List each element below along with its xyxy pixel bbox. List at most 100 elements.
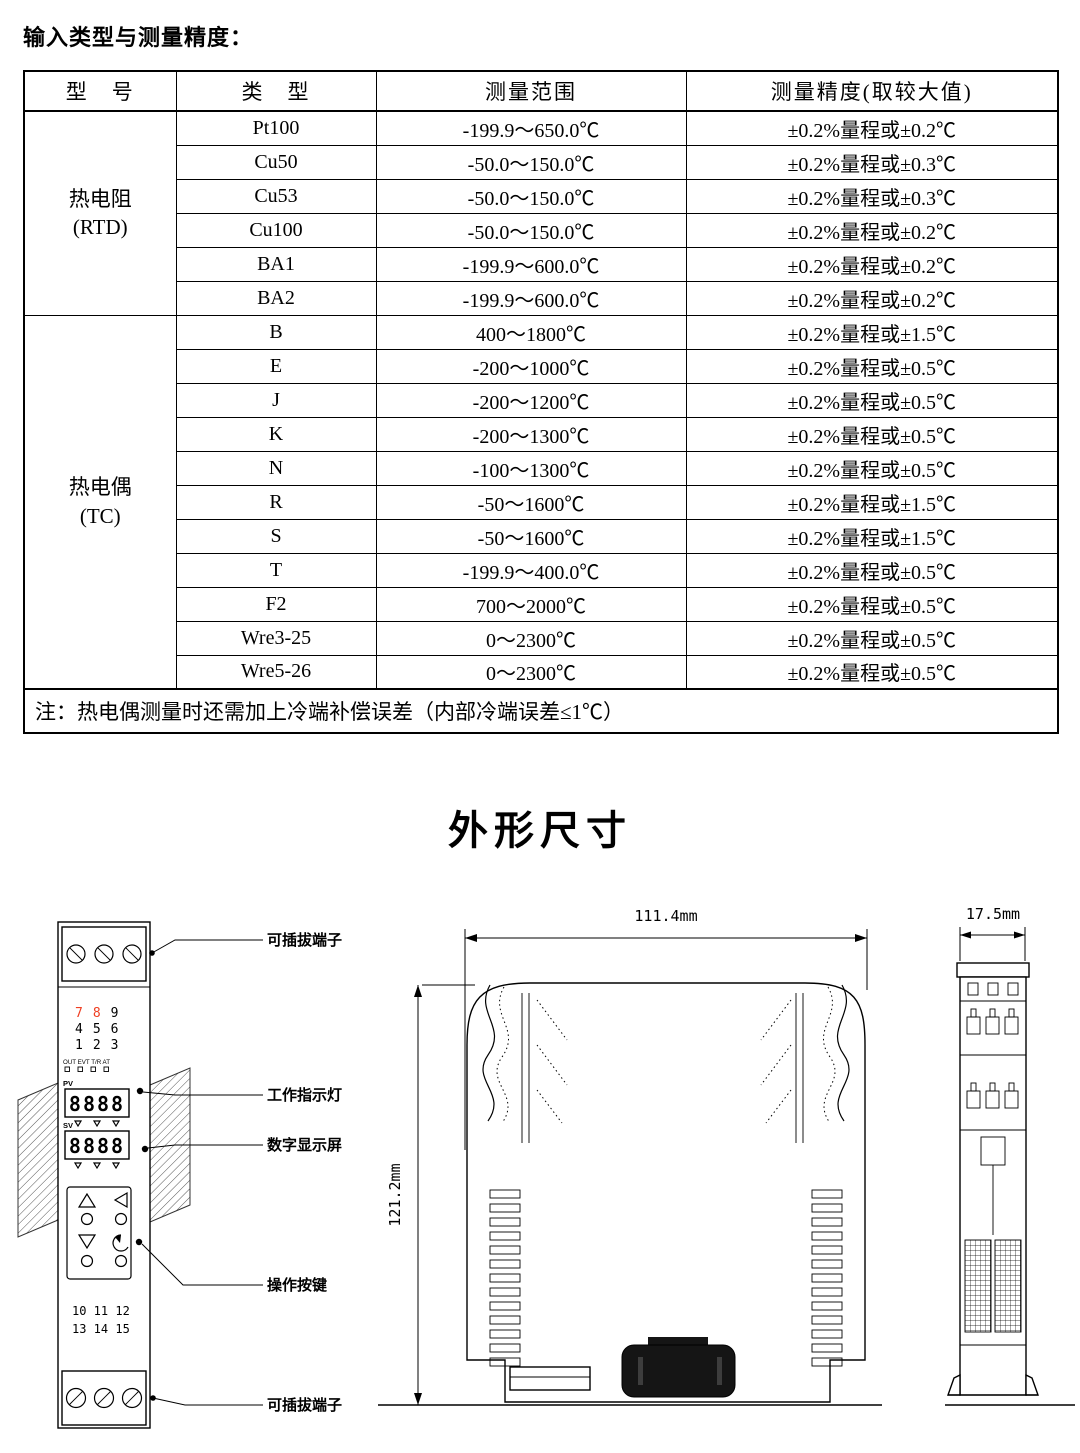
down-button bbox=[80, 1254, 94, 1268]
terminal-numbers-2: 13 14 15 bbox=[72, 1322, 130, 1336]
type-cell: N bbox=[175, 450, 377, 486]
accuracy-cell: ±0.2%量程或±0.3℃ bbox=[685, 144, 1059, 180]
range-cell: -50～1600℃ bbox=[375, 518, 687, 554]
table-row: T-199.9～400.0℃±0.2%量程或±0.5℃ bbox=[24, 552, 1059, 588]
section-title: 外形尺寸 bbox=[448, 809, 632, 853]
type-cell: F2 bbox=[175, 586, 377, 622]
din-clip-connector bbox=[621, 1337, 736, 1398]
type-cell: BA1 bbox=[175, 246, 377, 282]
range-cell: -50.0～150.0℃ bbox=[375, 178, 687, 214]
accuracy-cell: ±0.2%量程或±1.5℃ bbox=[685, 484, 1059, 520]
range-cell: -50.0～150.0℃ bbox=[375, 212, 687, 248]
range-cell: -200～1300℃ bbox=[375, 416, 687, 452]
type-cell: S bbox=[175, 518, 377, 554]
type-cell: Cu53 bbox=[175, 178, 377, 214]
type-cell: J bbox=[175, 382, 377, 418]
accuracy-cell: ±0.2%量程或±0.5℃ bbox=[685, 450, 1059, 486]
accuracy-cell: ±0.2%量程或±0.2℃ bbox=[685, 212, 1059, 248]
base-bench bbox=[509, 1366, 591, 1391]
table-row: J-200～1200℃±0.2%量程或±0.5℃ bbox=[24, 382, 1059, 418]
table-row: R-50～1600℃±0.2%量程或±1.5℃ bbox=[24, 484, 1059, 520]
accuracy-cell: ±0.2%量程或±0.5℃ bbox=[685, 586, 1059, 622]
range-cell: -199.9～600.0℃ bbox=[375, 280, 687, 316]
side-vent-grids bbox=[960, 1239, 1026, 1346]
model-group-cell: 热电阻(RTD) bbox=[23, 110, 177, 316]
height-dimension: 121.2mm bbox=[386, 984, 475, 1405]
width-dimension-value: 111.4mm bbox=[634, 907, 697, 925]
spec-table: 型 号 类 型 测量范围 测量精度(取较大值) 热电阻(RTD)Pt100-19… bbox=[23, 70, 1059, 734]
sv-label: SV bbox=[63, 1121, 73, 1130]
return-button bbox=[114, 1254, 128, 1268]
range-cell: -200～1200℃ bbox=[375, 382, 687, 418]
module-profile-outline bbox=[466, 982, 866, 1403]
pv-display bbox=[64, 1088, 130, 1118]
accuracy-cell: ±0.2%量程或±0.2℃ bbox=[685, 246, 1059, 282]
module-body bbox=[57, 921, 151, 1429]
type-cell: BA2 bbox=[175, 280, 377, 316]
table-row: 热电阻(RTD)Pt100-199.9～650.0℃±0.2%量程或±0.2℃ bbox=[23, 110, 1059, 316]
status-indicator-squares bbox=[64, 1066, 109, 1072]
down-button-icon bbox=[77, 1234, 97, 1250]
type-cell: K bbox=[175, 416, 377, 452]
accuracy-cell: ±0.2%量程或±0.2℃ bbox=[685, 280, 1059, 316]
table-note: 注：热电偶测量时还需加上冷端补偿误差（内部冷端误差≤1℃） bbox=[23, 688, 1059, 734]
col-header-range: 测量范围 bbox=[375, 70, 687, 112]
up-button bbox=[80, 1212, 94, 1226]
accuracy-cell: ±0.2%量程或±0.2℃ bbox=[685, 110, 1059, 146]
side-top-tabs bbox=[960, 982, 1026, 1002]
type-cell: E bbox=[175, 348, 377, 384]
range-cell: -100～1300℃ bbox=[375, 450, 687, 486]
type-cell: T bbox=[175, 552, 377, 588]
range-cell: -50.0～150.0℃ bbox=[375, 144, 687, 180]
side-top-cap bbox=[956, 962, 1030, 978]
label-buttons: 操作按键 bbox=[267, 1276, 327, 1294]
pv-display-value: 8888 bbox=[69, 1092, 125, 1116]
sv-display-markers bbox=[73, 1162, 121, 1170]
button-panel bbox=[66, 1186, 132, 1280]
table-row: BA2-199.9～600.0℃±0.2%量程或±0.2℃ bbox=[24, 280, 1059, 316]
range-cell: 400～1800℃ bbox=[375, 314, 687, 350]
work-led-dot bbox=[136, 1087, 144, 1095]
pv-display-markers bbox=[73, 1120, 121, 1128]
range-cell: -200～1000℃ bbox=[375, 348, 687, 384]
profile-drawing: 111.4mm 121.2mm bbox=[378, 907, 882, 1406]
width-dimension: 111.4mm bbox=[464, 907, 868, 1150]
col-header-type: 类 型 bbox=[175, 70, 377, 112]
accuracy-cell: ±0.2%量程或±0.5℃ bbox=[685, 382, 1059, 418]
col-header-model: 型 号 bbox=[23, 70, 177, 112]
range-cell: -50～1600℃ bbox=[375, 484, 687, 520]
type-cell: Wre3-25 bbox=[175, 620, 377, 656]
top-terminal-block bbox=[58, 926, 150, 988]
range-cell: 700～2000℃ bbox=[375, 586, 687, 622]
table-row: Cu100-50.0～150.0℃±0.2%量程或±0.2℃ bbox=[24, 212, 1059, 248]
note-row: 注：热电偶测量时还需加上冷端补偿误差（内部冷端误差≤1℃） bbox=[23, 688, 1059, 734]
header-row: 型 号 类 型 测量范围 测量精度(取较大值) bbox=[23, 70, 1059, 112]
type-cell: Cu100 bbox=[175, 212, 377, 248]
sv-display bbox=[64, 1130, 130, 1160]
clip-spring-right bbox=[760, 984, 850, 1143]
col-header-accuracy: 测量精度(取较大值) bbox=[685, 70, 1059, 112]
page-title: 输入类型与测量精度： bbox=[23, 25, 254, 50]
type-cell: Cu50 bbox=[175, 144, 377, 180]
accuracy-cell: ±0.2%量程或±0.5℃ bbox=[685, 348, 1059, 384]
type-cell: R bbox=[175, 484, 377, 520]
status-indicator-labels: OUT EVT T/R AT bbox=[63, 1059, 110, 1066]
pv-label: PV bbox=[63, 1079, 73, 1088]
sv-display-value: 8888 bbox=[69, 1134, 125, 1158]
label-display: 数字显示屏 bbox=[267, 1136, 342, 1154]
range-cell: -199.9～650.0℃ bbox=[375, 110, 687, 146]
accuracy-cell: ±0.2%量程或±0.5℃ bbox=[685, 654, 1059, 690]
accuracy-cell: ±0.2%量程或±0.5℃ bbox=[685, 416, 1059, 452]
display-leader-dot bbox=[141, 1145, 149, 1153]
bottom-terminal-block bbox=[61, 1370, 147, 1426]
din-rail-left-band bbox=[17, 1082, 59, 1238]
vent-slots-right bbox=[811, 1189, 843, 1367]
range-cell: 0～2300℃ bbox=[375, 654, 687, 690]
range-cell: -199.9～400.0℃ bbox=[375, 552, 687, 588]
side-view-drawing: 17.5mm bbox=[945, 905, 1075, 1406]
